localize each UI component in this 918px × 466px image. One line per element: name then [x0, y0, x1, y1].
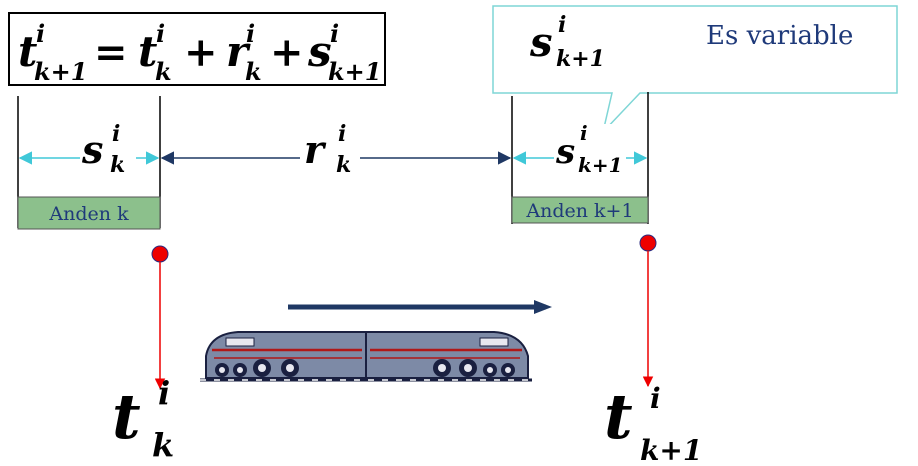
formula-plus-2: +	[270, 29, 304, 76]
time-left-sub: k	[152, 426, 174, 464]
time-left-base: t	[112, 380, 141, 453]
formula-lhs-sup: i	[36, 19, 45, 48]
platform-right	[511, 196, 649, 224]
formula-r-base: r	[226, 27, 251, 76]
formula-s-sub: k+1	[328, 57, 381, 86]
s-k1-label: s i k+1	[555, 121, 623, 177]
s-k1-label-bg	[554, 124, 626, 174]
time-right-base: t	[604, 380, 633, 453]
r-k-sup: i	[338, 121, 346, 147]
s-k-label-bg	[80, 130, 136, 172]
formula: t i k+1 = t i k + r i k + s i k+1	[18, 19, 381, 86]
callout-box	[492, 5, 898, 135]
platform-left	[17, 196, 161, 230]
event-dot-left	[151, 245, 169, 263]
event-dot-right	[639, 234, 657, 252]
callout-text: Es variable	[706, 21, 853, 51]
r-k-label: r i k	[304, 121, 351, 178]
callout-symbol-sup: i	[558, 12, 566, 38]
formula-lhs-base: t	[18, 27, 37, 76]
platform-right-label: Anden k+1	[525, 200, 633, 222]
formula-t-base: t	[138, 27, 157, 76]
time-right-sup: i	[650, 382, 661, 415]
formula-equals: =	[94, 29, 128, 76]
s-k-label: s i k	[81, 121, 125, 178]
s-k-base: s	[81, 127, 103, 172]
formula-r-sub: k	[245, 57, 262, 86]
time-label-right: t i k+1	[604, 380, 702, 466]
formula-box	[8, 12, 386, 86]
direction-arrow-head	[534, 300, 552, 314]
r-k-base: r	[304, 127, 327, 172]
formula-t-sup: i	[156, 19, 165, 48]
time-right-sub: k+1	[640, 434, 702, 466]
time-label-left: t i k	[112, 374, 174, 464]
platform-left-label: Anden k	[48, 203, 129, 225]
formula-plus-1: +	[184, 29, 218, 76]
formula-lhs-sub: k+1	[34, 57, 87, 86]
r-k-sub: k	[336, 152, 351, 178]
s-k1-sup: i	[580, 121, 588, 145]
formula-s-base: s	[307, 27, 332, 76]
s-k-sup: i	[112, 121, 120, 147]
train-icon	[200, 331, 532, 382]
formula-t-sub: k	[155, 57, 172, 86]
formula-r-sup: i	[246, 19, 255, 48]
s-k-sub: k	[110, 152, 125, 178]
time-left-sup: i	[158, 374, 170, 412]
formula-s-sup: i	[330, 19, 339, 48]
s-k1-sub: k+1	[578, 153, 623, 177]
callout-symbol-base: s	[529, 19, 553, 66]
callout-symbol: s i k+1	[529, 12, 605, 72]
s-k1-base: s	[555, 132, 575, 172]
r-k-label-bg	[300, 130, 360, 172]
callout-symbol-sub: k+1	[556, 46, 605, 72]
